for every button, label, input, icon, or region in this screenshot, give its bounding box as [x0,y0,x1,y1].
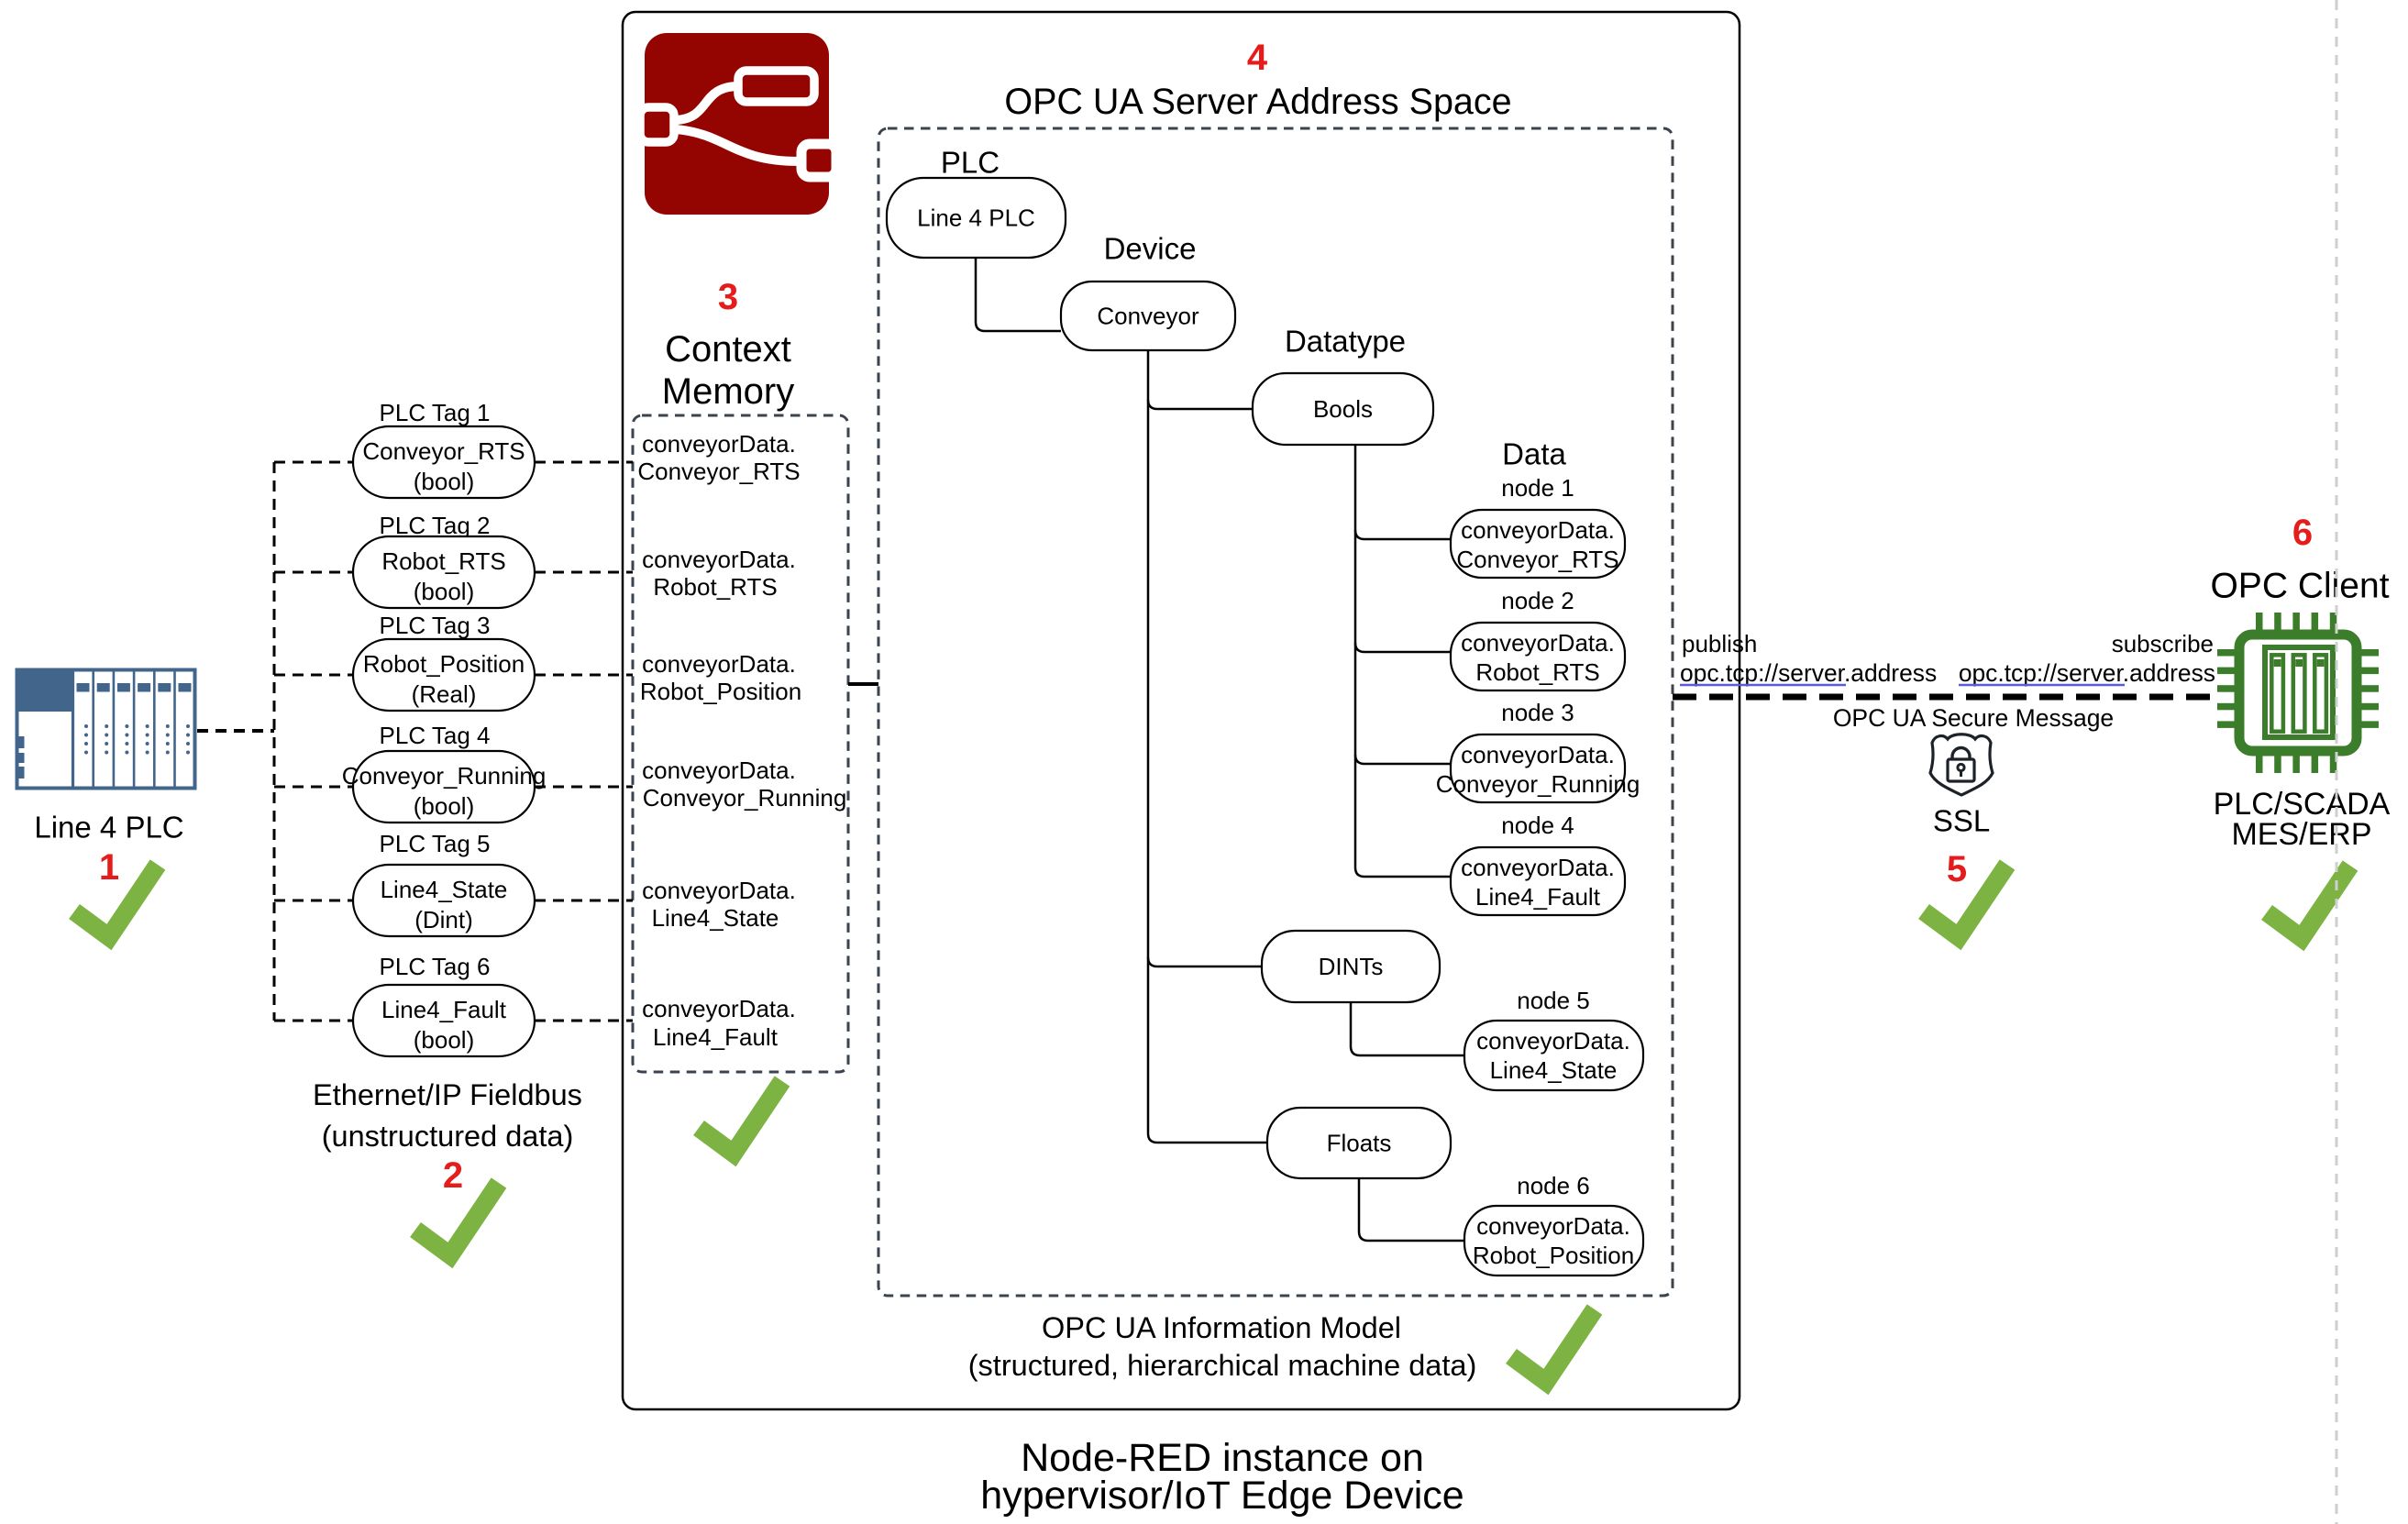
svg-text:PLC Tag 5: PLC Tag 5 [380,830,491,857]
svg-text:Robot_RTS: Robot_RTS [381,547,505,575]
svg-text:conveyorData.: conveyorData. [1461,516,1615,544]
svg-text:PLC Tag 1: PLC Tag 1 [380,399,491,426]
svg-text:DINTs: DINTs [1319,953,1384,980]
svg-text:(bool): (bool) [414,468,474,495]
svg-text:opc.tcp://server.address: opc.tcp://server.address [1959,659,2215,687]
svg-text:Conveyor_Running: Conveyor_Running [342,762,547,790]
svg-text:conveyorData.: conveyorData. [1476,1212,1630,1240]
svg-text:node 6: node 6 [1517,1172,1590,1199]
svg-text:(structured, hierarchical mach: (structured, hierarchical machine data) [968,1349,1477,1382]
svg-text:Conveyor: Conveyor [1097,303,1199,330]
svg-text:Robot_Position: Robot_Position [363,650,525,678]
svg-text:2: 2 [443,1155,463,1196]
svg-text:node 2: node 2 [1501,587,1574,614]
svg-text:conveyorData.: conveyorData. [1476,1027,1630,1055]
svg-text:Line4_Fault: Line4_Fault [1475,883,1601,911]
svg-text:Context: Context [665,329,791,370]
svg-text:Conveyor_RTS: Conveyor_RTS [637,458,800,485]
svg-text:Line4_Fault: Line4_Fault [653,1023,779,1051]
svg-text:(bool): (bool) [414,1026,474,1054]
svg-text:PLC Tag 4: PLC Tag 4 [380,722,491,749]
svg-text:opc.tcp://server.address: opc.tcp://server.address [1680,659,1937,687]
svg-text:Robot_RTS: Robot_RTS [1475,658,1599,686]
svg-text:Robot_Position: Robot_Position [1473,1242,1634,1269]
svg-text:MES/ERP: MES/ERP [2231,817,2371,852]
svg-text:PLC Tag 6: PLC Tag 6 [380,953,491,980]
svg-text:Ethernet/IP Fieldbus: Ethernet/IP Fieldbus [313,1078,582,1111]
svg-text:OPC UA Secure Message: OPC UA Secure Message [1833,704,2114,732]
svg-text:conveyorData.: conveyorData. [642,995,796,1022]
svg-text:6: 6 [2292,513,2313,553]
svg-text:hypervisor/IoT Edge Device: hypervisor/IoT Edge Device [980,1474,1464,1518]
svg-text:OPC UA Server Address Space: OPC UA Server Address Space [1004,82,1511,122]
svg-text:SSL: SSL [1933,804,1990,838]
svg-text:Line4_State: Line4_State [381,876,508,903]
svg-text:Node-RED instance on: Node-RED instance on [1021,1436,1424,1480]
svg-text:Line 4 PLC: Line 4 PLC [917,204,1035,232]
svg-text:Bools: Bools [1313,395,1373,423]
svg-text:3: 3 [718,277,738,317]
svg-text:Data: Data [1502,437,1566,471]
svg-text:OPC Client: OPC Client [2210,567,2389,606]
svg-text:(bool): (bool) [414,792,474,820]
svg-text:(Real): (Real) [412,680,477,708]
svg-text:PLC/SCADA: PLC/SCADA [2214,787,2391,822]
svg-text:OPC UA Information Model: OPC UA Information Model [1042,1311,1401,1344]
svg-text:Memory: Memory [662,371,794,412]
svg-text:conveyorData.: conveyorData. [642,877,796,904]
svg-text:4: 4 [1247,38,1268,78]
svg-text:Conveyor_RTS: Conveyor_RTS [1456,546,1618,573]
svg-text:conveyorData.: conveyorData. [642,430,796,458]
svg-text:Line4_State: Line4_State [652,904,779,932]
svg-text:Conveyor_Running: Conveyor_Running [1436,770,1640,798]
svg-text:PLC Tag 3: PLC Tag 3 [380,612,491,639]
svg-text:PLC Tag 2: PLC Tag 2 [380,512,491,539]
svg-text:5: 5 [1947,849,1967,889]
svg-text:Line 4 PLC: Line 4 PLC [34,811,183,845]
svg-text:Robot_RTS: Robot_RTS [653,573,777,601]
svg-text:(unstructured data): (unstructured data) [322,1120,574,1153]
svg-text:Device: Device [1104,232,1197,266]
svg-text:node 4: node 4 [1501,812,1574,839]
svg-text:PLC: PLC [941,146,1000,180]
svg-text:node 3: node 3 [1501,699,1574,726]
svg-text:conveyorData.: conveyorData. [1461,629,1615,657]
svg-text:conveyorData.: conveyorData. [642,650,796,678]
svg-text:node 1: node 1 [1501,474,1574,502]
svg-text:conveyorData.: conveyorData. [1461,741,1615,768]
svg-text:(Dint): (Dint) [414,906,473,933]
svg-text:node 5: node 5 [1517,987,1590,1014]
svg-text:conveyorData.: conveyorData. [642,546,796,573]
svg-text:conveyorData.: conveyorData. [642,756,796,784]
svg-text:Datatype: Datatype [1285,325,1406,359]
svg-text:Line4_State: Line4_State [1490,1056,1618,1084]
svg-text:Floats: Floats [1327,1130,1392,1157]
svg-text:conveyorData.: conveyorData. [1461,854,1615,881]
svg-text:Conveyor_Running: Conveyor_Running [643,784,847,812]
svg-text:Robot_Position: Robot_Position [640,678,801,705]
svg-text:1: 1 [99,847,119,888]
svg-text:(bool): (bool) [414,578,474,605]
svg-text:Line4_Fault: Line4_Fault [381,996,507,1023]
svg-text:publish: publish [1682,630,1757,657]
svg-text:Conveyor_RTS: Conveyor_RTS [362,437,525,465]
svg-text:subscribe: subscribe [2112,630,2214,657]
